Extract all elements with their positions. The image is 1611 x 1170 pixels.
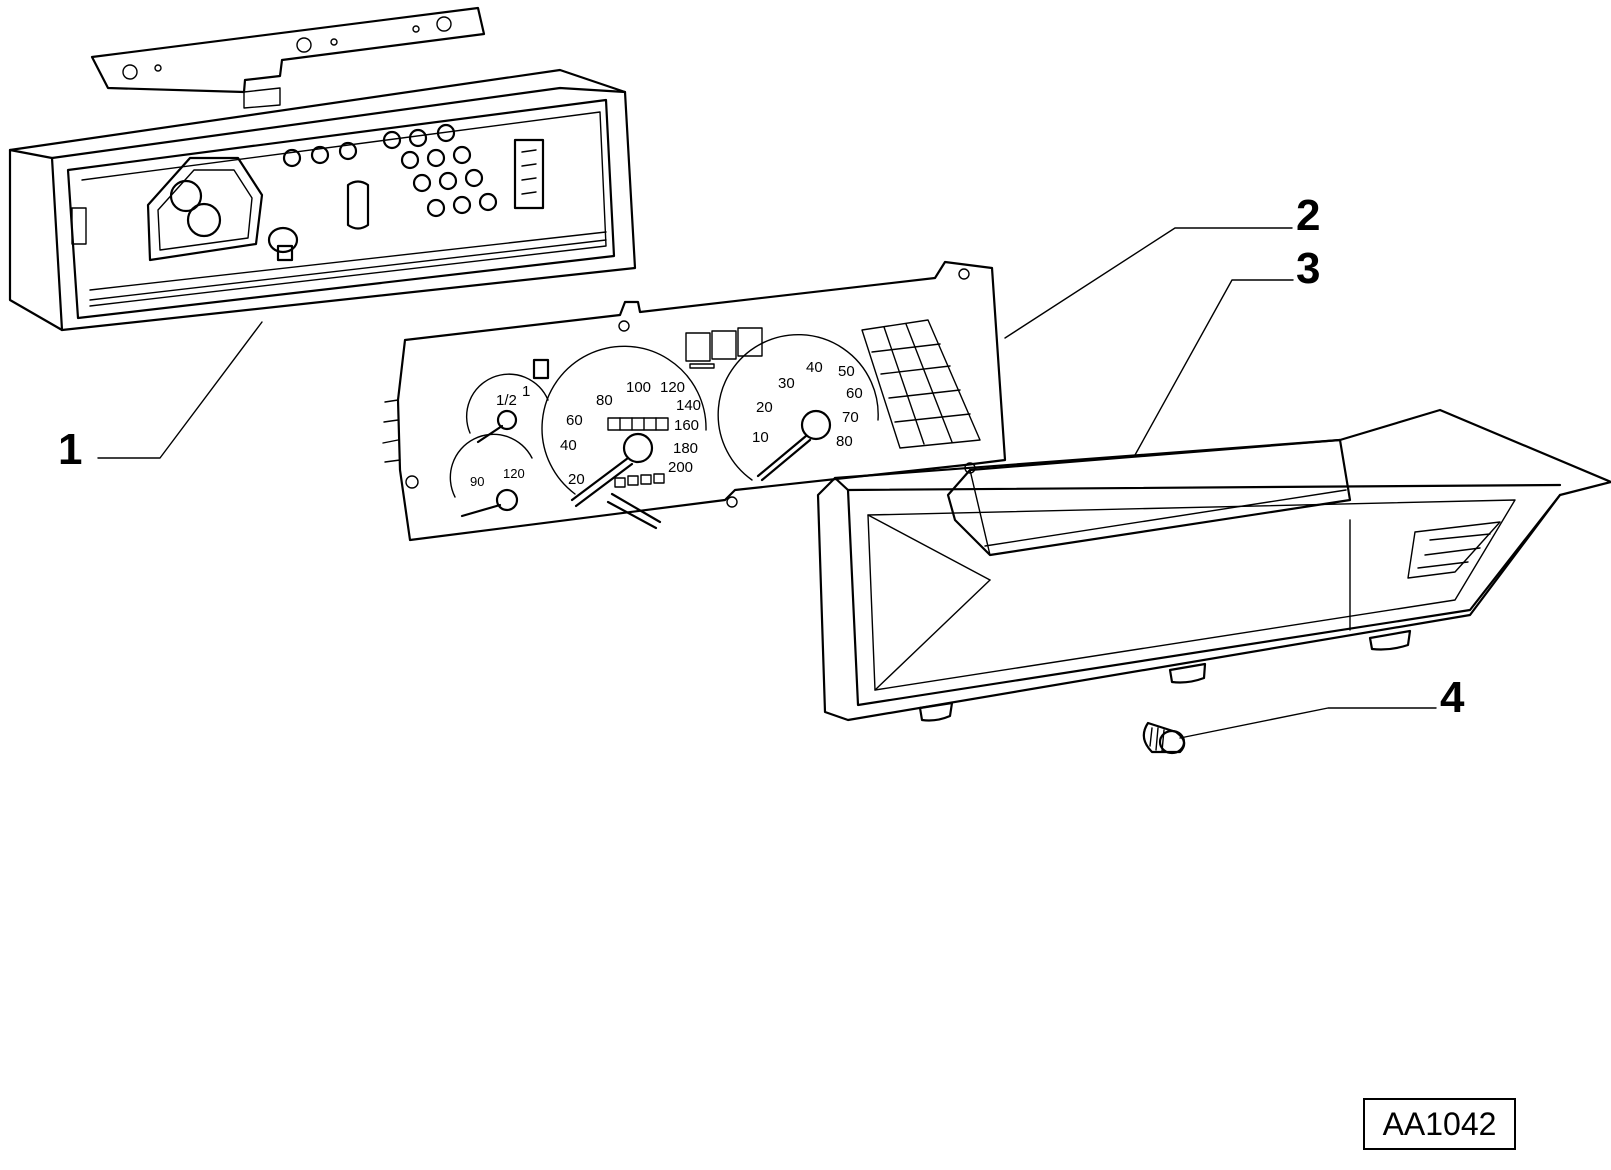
speed-180: 180: [673, 440, 698, 457]
speed-40: 40: [560, 437, 577, 454]
rpm-80: 80: [836, 433, 853, 450]
rpm-40: 40: [806, 359, 823, 376]
callout-1: 1: [58, 425, 82, 474]
speed-100: 100: [626, 379, 651, 396]
fuel-pump-icon: [532, 358, 550, 380]
speed-140: 140: [676, 397, 701, 414]
warning-light-panel-right: [861, 319, 981, 449]
speed-120: 120: [660, 379, 685, 396]
temperature-gauge: 90 120: [449, 433, 533, 518]
fuel-gauge: 1/2 1: [465, 358, 550, 444]
tachometer: 10 20 30 40 50 60 70 80: [717, 334, 879, 482]
reference-code: AA1042: [1382, 1105, 1497, 1142]
callout-2: 2: [1296, 191, 1320, 240]
mounting-bracket: [90, 6, 486, 109]
rpm-50: 50: [838, 363, 855, 380]
rpm-20: 20: [756, 399, 773, 416]
temp-scale-low: 90: [470, 474, 484, 489]
speed-200: 200: [668, 459, 693, 476]
temp-scale-high: 120: [503, 466, 525, 481]
dial-face-part-2: 1/2 1 90 120 20 40 60 80 100 120 140 160…: [382, 260, 1007, 542]
rpm-70: 70: [842, 409, 859, 426]
front-bezel-part-3: [816, 408, 1611, 722]
rpm-30: 30: [778, 375, 795, 392]
speed-60: 60: [566, 412, 583, 429]
speed-80: 80: [596, 392, 613, 409]
leader-lines: [97, 227, 1437, 739]
fuel-scale-half: 1/2: [496, 392, 517, 409]
speed-160: 160: [674, 417, 699, 434]
speed-20: 20: [568, 471, 585, 488]
rear-housing-part-1: [8, 6, 637, 332]
callout-3: 3: [1296, 244, 1320, 293]
callout-4: 4: [1440, 673, 1465, 722]
warning-light-panel-upper: [685, 327, 763, 369]
speedometer: 20 40 60 80 100 120 140 160 180 200: [541, 345, 707, 530]
rpm-60: 60: [846, 385, 863, 402]
rpm-10: 10: [752, 429, 769, 446]
odometer-window: [607, 417, 669, 431]
reference-code-box: AA1042: [1363, 1098, 1516, 1150]
fuel-scale-full: 1: [522, 383, 530, 400]
trip-reset-knob-part-4: [1142, 721, 1186, 755]
